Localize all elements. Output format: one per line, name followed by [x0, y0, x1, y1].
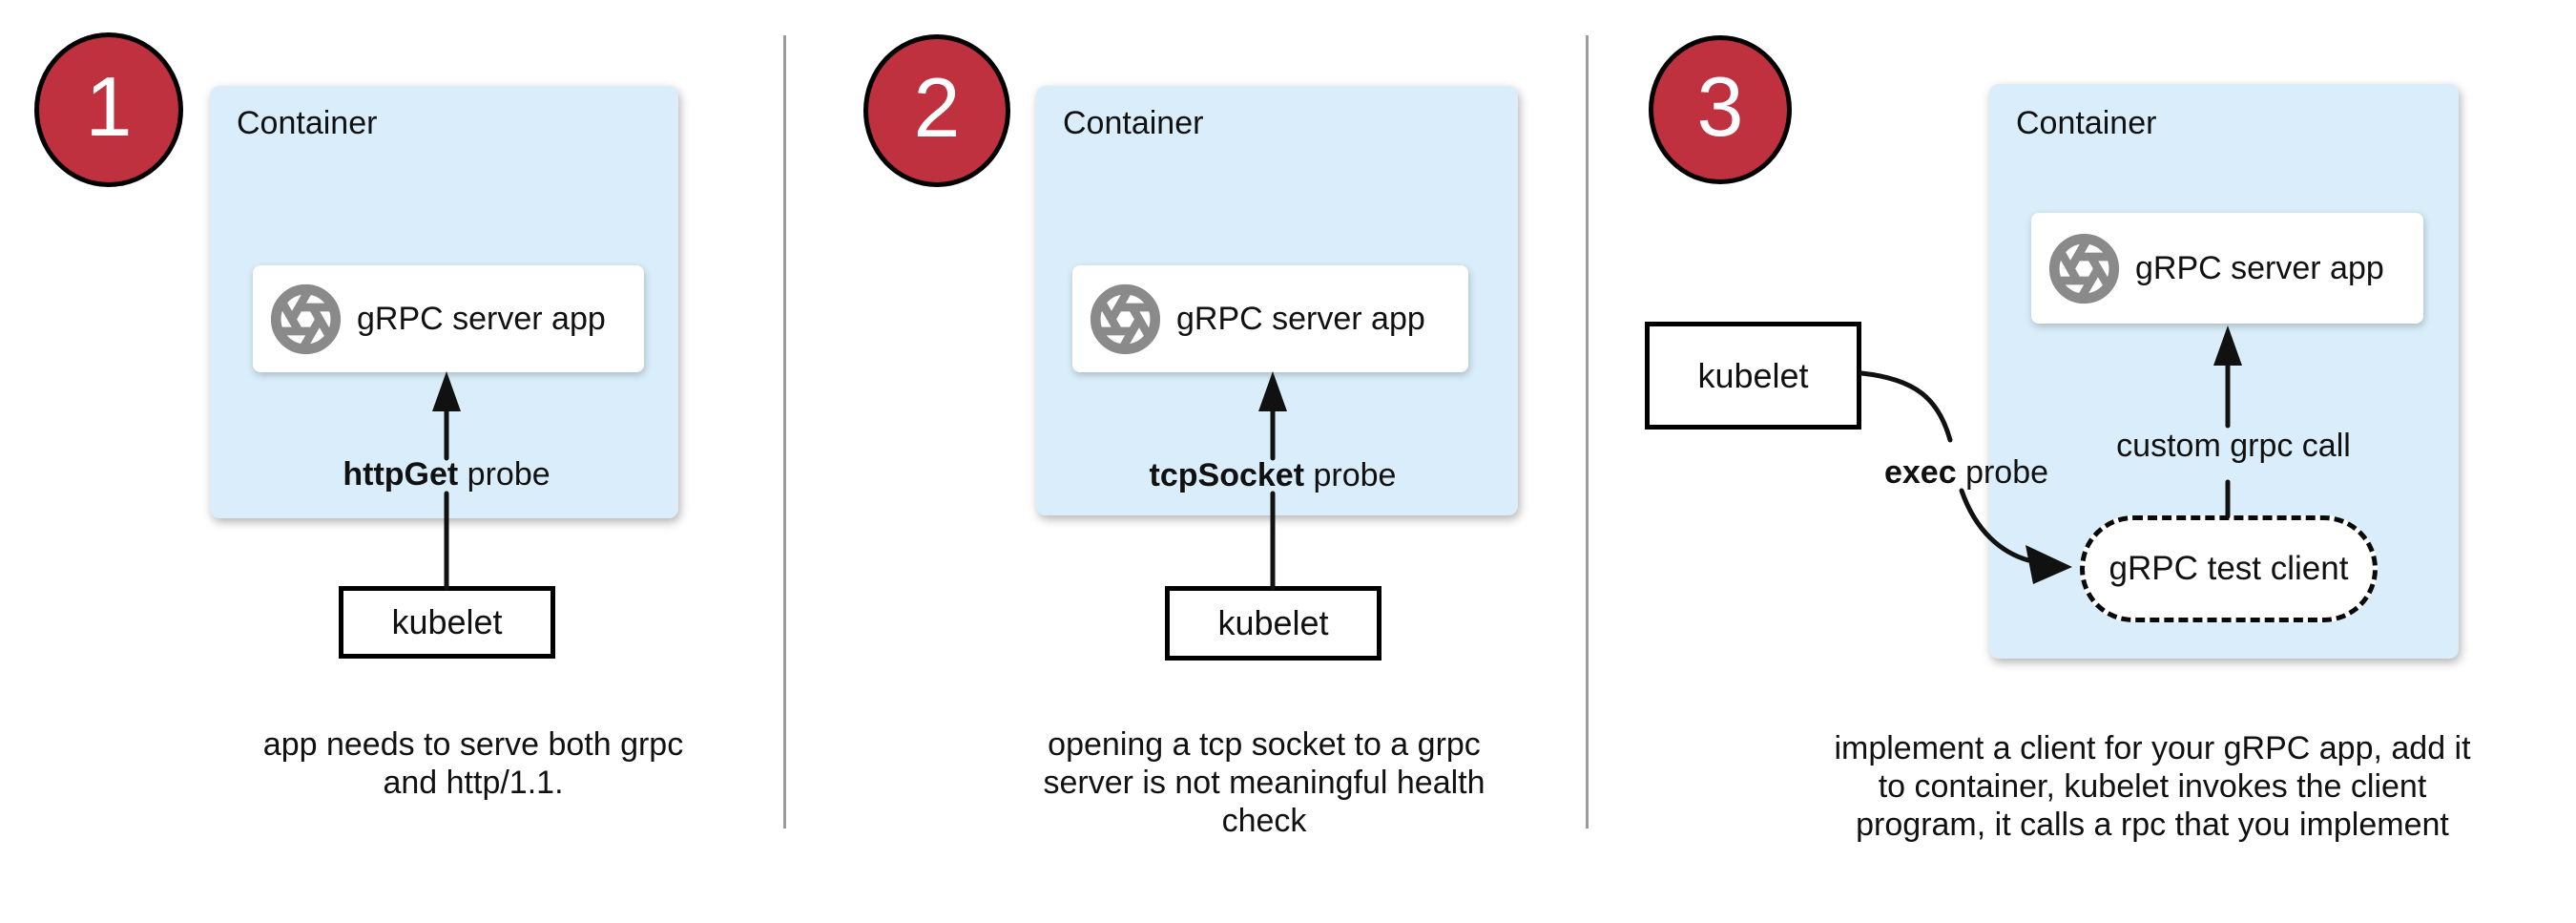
grpc-test-client-box: gRPC test client	[2080, 515, 2378, 622]
panel-caption: app needs to serve both grpc and http/1.…	[262, 726, 684, 801]
custom-grpc-call-label: custom grpc call	[2116, 428, 2351, 464]
kubelet-label: kubelet	[1217, 603, 1329, 642]
container-label: Container	[1063, 105, 1204, 141]
panel-caption: implement a client for your gRPC app, ad…	[1834, 730, 2471, 843]
container-label: Container	[237, 105, 378, 141]
step-badge-2: 2	[863, 34, 1010, 187]
step-badge-3: 3	[1649, 35, 1792, 184]
panel-caption: opening a tcp socket to a grpc server is…	[1043, 726, 1485, 839]
aperture-icon	[270, 283, 342, 354]
kubelet-box: kubelet	[1645, 322, 1861, 430]
aperture-icon	[2048, 233, 2120, 304]
step-number: 1	[85, 59, 133, 154]
kubelet-label: kubelet	[1697, 355, 1809, 395]
probe-label: exec probe	[1883, 454, 2049, 491]
kubelet-box: kubelet	[339, 586, 555, 659]
exec-probe-curve	[1859, 370, 1953, 443]
probe-type: tcpSocket	[1149, 457, 1305, 493]
panel-divider	[1586, 35, 1589, 829]
aperture-icon	[1090, 283, 1161, 354]
probe-type: exec	[1883, 454, 1957, 491]
container-label: Container	[2016, 105, 2157, 141]
grpc-server-app-label: gRPC server app	[1176, 300, 1425, 337]
kubelet-label: kubelet	[391, 602, 503, 641]
probe-type: httpGet	[343, 456, 459, 493]
grpc-server-app-label: gRPC server app	[357, 300, 606, 337]
kubelet-box: kubelet	[1165, 586, 1381, 661]
step-number: 3	[1696, 59, 1744, 154]
probe-label: tcpSocket probe	[1149, 457, 1397, 493]
grpc-server-app-box: gRPC server app	[253, 265, 644, 372]
grpc-test-client-label: gRPC test client	[2109, 550, 2349, 587]
grpc-server-app-box: gRPC server app	[1072, 265, 1468, 372]
step-badge-1: 1	[34, 32, 183, 187]
probe-label: httpGet probe	[343, 456, 551, 493]
grpc-server-app-label: gRPC server app	[2135, 249, 2384, 286]
grpc-server-app-box: gRPC server app	[2031, 213, 2423, 324]
panel-divider	[783, 35, 786, 829]
step-number: 2	[913, 60, 961, 155]
